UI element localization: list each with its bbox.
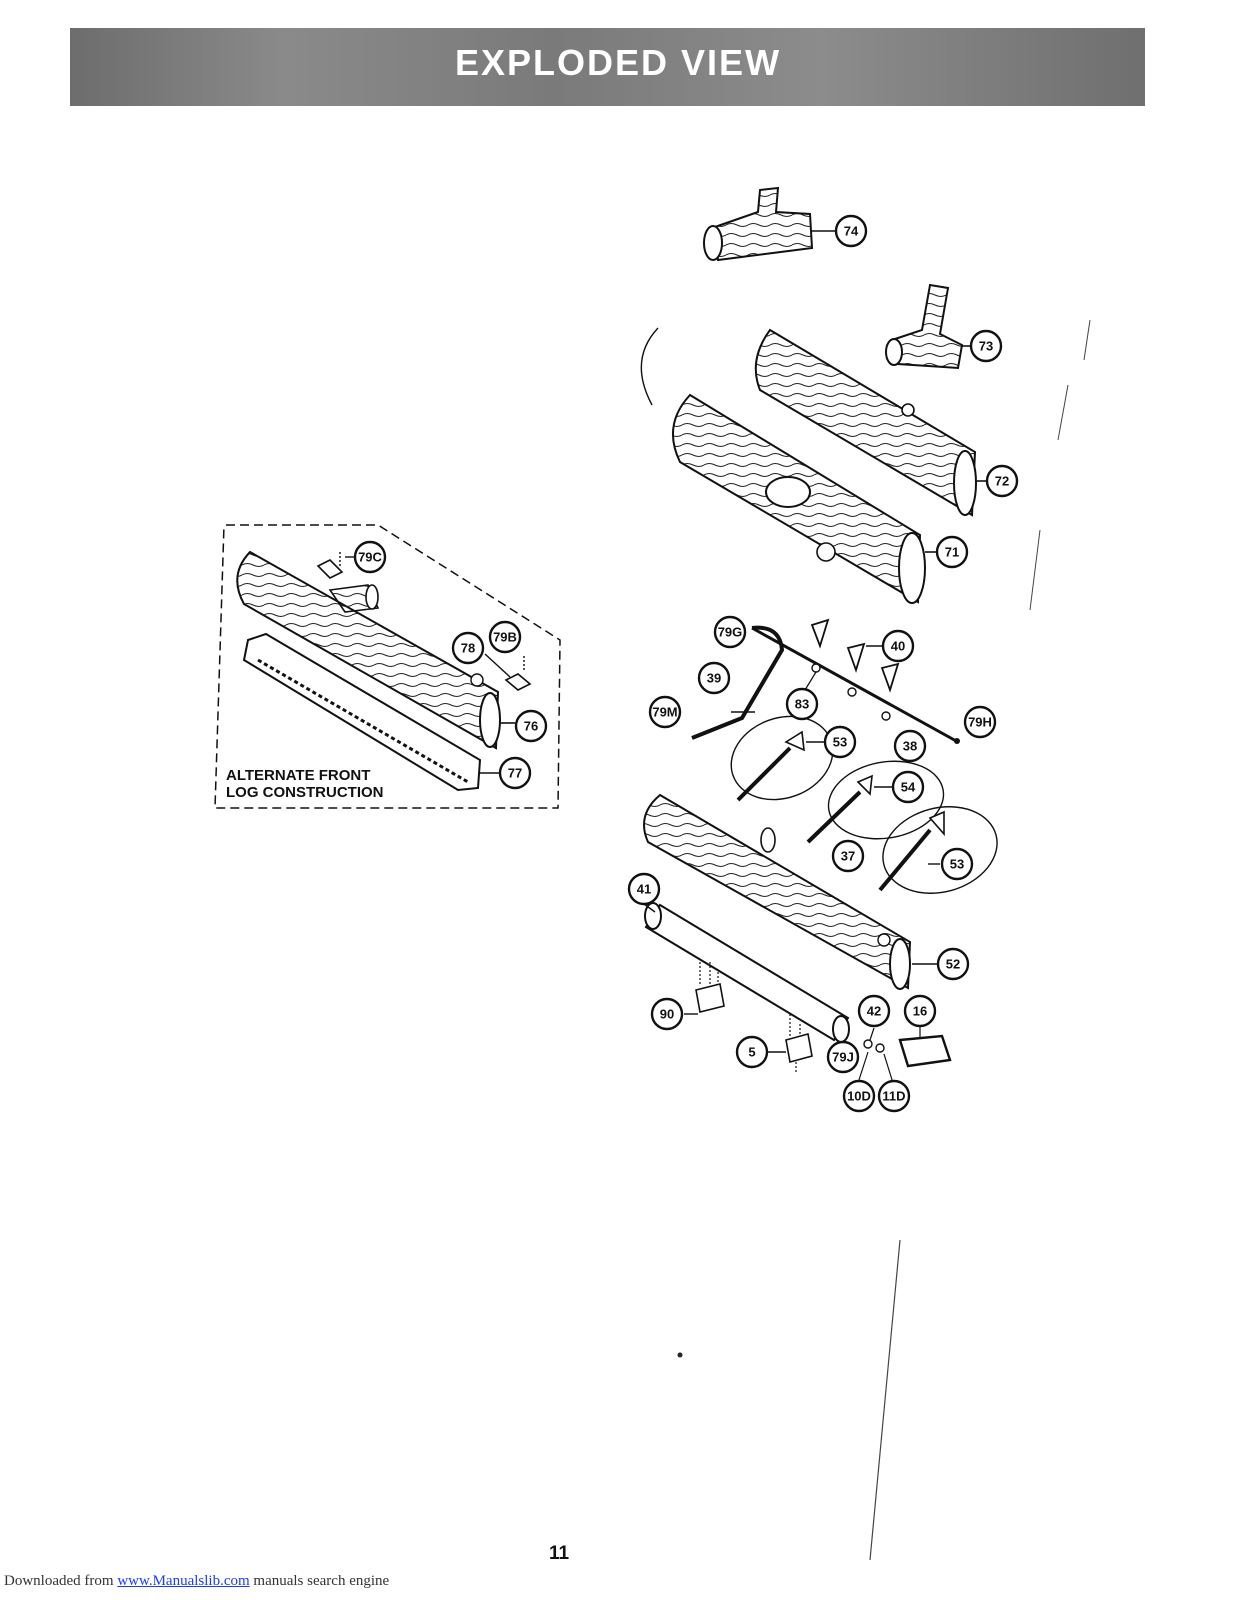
log-74 <box>703 186 836 262</box>
callout-74: 74 <box>834 214 868 248</box>
scan-artifact <box>677 319 1091 1561</box>
svg-text:74: 74 <box>844 224 859 239</box>
svg-text:42: 42 <box>867 1004 881 1019</box>
callout-11D: 11D <box>877 1079 911 1113</box>
svg-text:16: 16 <box>913 1004 927 1019</box>
callout-79H: 79H <box>963 705 997 739</box>
callout-38: 38 <box>893 729 927 763</box>
footer-suffix: manuals search engine <box>249 1573 390 1589</box>
svg-text:53: 53 <box>833 735 847 750</box>
svg-text:79C: 79C <box>358 550 382 565</box>
callout-78: 78 <box>451 631 485 665</box>
bracket-90 <box>684 962 725 1015</box>
log-52 <box>643 793 938 990</box>
log-72 <box>754 328 986 517</box>
svg-text:38: 38 <box>903 739 917 754</box>
svg-text:5: 5 <box>748 1045 755 1060</box>
svg-text:78: 78 <box>461 641 475 656</box>
log-76 <box>236 550 515 750</box>
svg-text:52: 52 <box>946 957 960 972</box>
svg-text:71: 71 <box>945 545 959 560</box>
inset-caption-line-1: ALTERNATE FRONT <box>226 767 371 784</box>
svg-text:40: 40 <box>891 639 905 654</box>
svg-text:79H: 79H <box>968 715 992 730</box>
inset-caption: ALTERNATE FRONT LOG CONSTRUCTION <box>226 767 384 801</box>
callout-76: 76 <box>514 709 548 743</box>
svg-text:73: 73 <box>979 339 993 354</box>
callout-79B: 79B <box>488 620 522 654</box>
callout-53-lower: 53 <box>940 847 974 881</box>
svg-text:77: 77 <box>508 766 522 781</box>
callout-42: 42 <box>857 994 891 1028</box>
page-title: EXPLODED VIEW <box>455 42 782 83</box>
callout-71: 71 <box>935 535 969 569</box>
callout-16: 16 <box>903 994 937 1028</box>
fitting-assembly <box>857 1026 952 1084</box>
callout-37: 37 <box>831 839 865 873</box>
callout-90: 90 <box>650 997 684 1031</box>
inset-border <box>214 524 561 809</box>
log-71 <box>672 393 937 604</box>
callout-39: 39 <box>697 661 731 695</box>
cylinder-53-right <box>878 806 998 894</box>
log-73 <box>885 283 972 370</box>
burner-tube-41 <box>643 902 850 1043</box>
svg-text:79J: 79J <box>832 1050 854 1065</box>
callout-54: 54 <box>891 770 925 804</box>
svg-text:76: 76 <box>524 719 538 734</box>
svg-text:79M: 79M <box>652 705 677 720</box>
callout-40: 40 <box>881 629 915 663</box>
svg-text:11D: 11D <box>882 1089 905 1104</box>
callout-83: 83 <box>785 687 819 721</box>
svg-text:39: 39 <box>707 671 721 686</box>
svg-text:53: 53 <box>950 857 964 872</box>
callout-79C: 79C <box>353 540 387 574</box>
bracket-78 <box>484 653 532 691</box>
svg-text:79B: 79B <box>493 630 517 645</box>
svg-text:37: 37 <box>841 849 855 864</box>
callout-53-upper: 53 <box>823 725 857 759</box>
svg-text:41: 41 <box>637 882 651 897</box>
header-banner: EXPLODED VIEW <box>70 28 1145 106</box>
footer-prefix: Downloaded from <box>4 1573 118 1589</box>
svg-text:10D: 10D <box>847 1089 871 1104</box>
bracket-79C <box>316 552 356 579</box>
svg-text:83: 83 <box>795 697 809 712</box>
grate-77 <box>242 632 500 792</box>
callout-52: 52 <box>936 947 970 981</box>
footer: Downloaded from www.Manualslib.com manua… <box>4 1573 389 1590</box>
svg-text:90: 90 <box>660 1007 674 1022</box>
page-number: 11 <box>549 1543 570 1564</box>
callout-72: 72 <box>985 464 1019 498</box>
callout-5: 5 <box>735 1035 769 1069</box>
callout-79G: 79G <box>713 615 747 649</box>
callout-79J: 79J <box>826 1040 860 1074</box>
callout-41: 41 <box>627 872 661 906</box>
ember-holder-40 <box>810 618 900 693</box>
svg-text:54: 54 <box>901 780 916 795</box>
callout-10D: 10D <box>842 1079 876 1113</box>
callout-79M: 79M <box>648 695 682 729</box>
svg-text:72: 72 <box>995 474 1009 489</box>
inset-caption-line-2: LOG CONSTRUCTION <box>226 784 384 801</box>
cylinder-53-left <box>730 715 834 802</box>
bracket-5 <box>768 1014 813 1072</box>
callout-77: 77 <box>498 756 532 790</box>
fastener-83 <box>804 663 891 721</box>
callout-73: 73 <box>969 329 1003 363</box>
svg-text:79G: 79G <box>718 625 743 640</box>
cylinder-54 <box>806 760 945 844</box>
burner-bar-39 <box>691 625 960 744</box>
footer-link[interactable]: www.Manualslib.com <box>117 1573 250 1589</box>
